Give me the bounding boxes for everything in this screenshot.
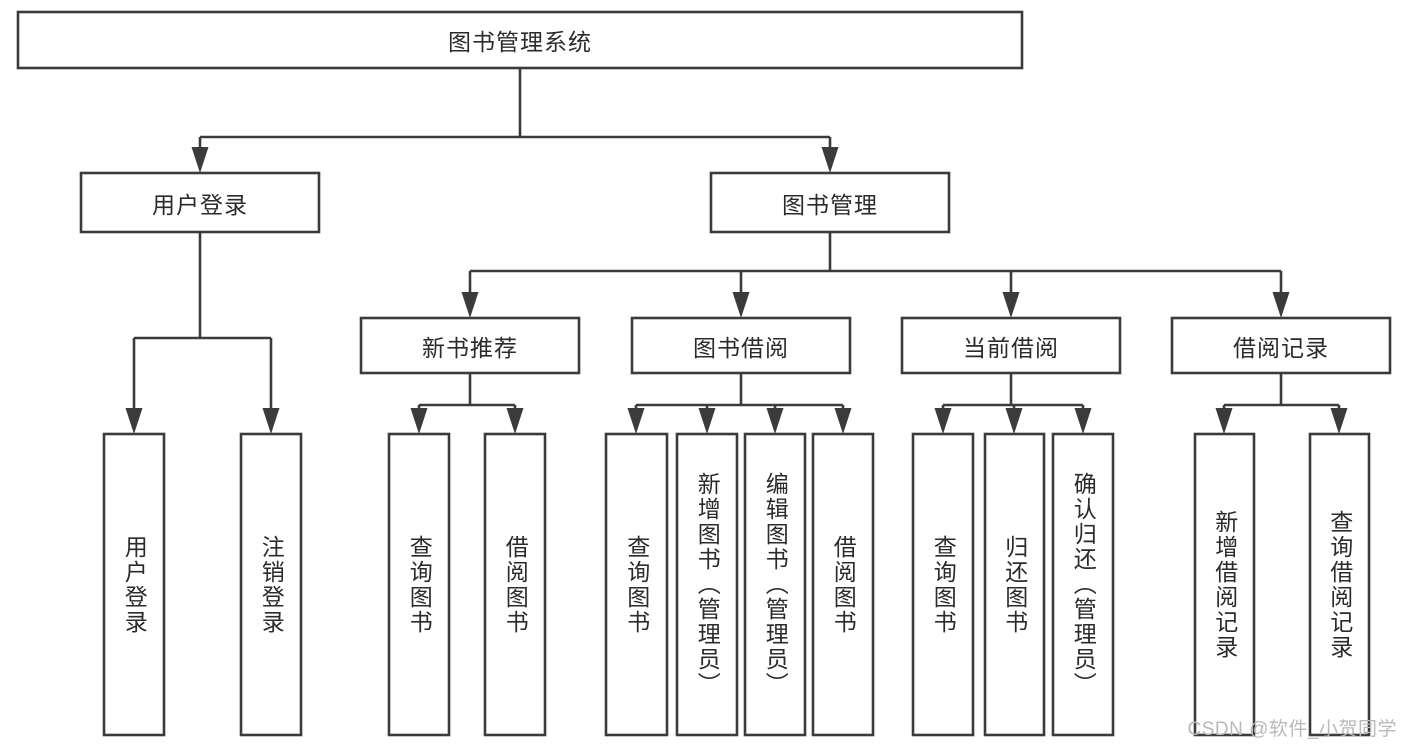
edges-layer — [125, 68, 1348, 434]
connector-bus-newbook — [410, 373, 524, 434]
arrow-head-icon — [1215, 408, 1233, 434]
connector-bus-root — [191, 68, 839, 173]
node-box-newbook[interactable] — [359, 316, 581, 375]
node-box-leaf-current-return[interactable] — [983, 432, 1046, 737]
node-box-root[interactable] — [16, 10, 1024, 70]
connector-bus-bookmgmt — [461, 232, 1290, 318]
node-box-login[interactable] — [79, 171, 321, 234]
node-box-leaf-newbook-query[interactable] — [387, 432, 451, 737]
node-box-leaf-borrow-query[interactable] — [604, 432, 669, 737]
nodes-layer — [16, 10, 1392, 737]
connector-bus-login — [125, 232, 280, 434]
node-box-leaf-current-query[interactable] — [911, 432, 975, 737]
connector-bus-record — [1215, 373, 1348, 434]
arrow-head-icon — [1005, 408, 1023, 434]
arrow-head-icon — [698, 408, 716, 434]
node-box-borrow[interactable] — [630, 316, 852, 375]
node-box-leaf-borrow-lend[interactable] — [811, 432, 875, 737]
arrow-head-icon — [410, 408, 428, 434]
arrow-head-icon — [1272, 292, 1290, 318]
connector-bus-borrow — [627, 373, 852, 434]
arrow-head-icon — [1330, 408, 1348, 434]
node-box-bookmgmt[interactable] — [709, 171, 951, 234]
arrow-head-icon — [732, 292, 750, 318]
arrow-head-icon — [1074, 408, 1092, 434]
node-box-leaf-borrow-add[interactable] — [675, 432, 739, 737]
node-box-leaf-current-confirm[interactable] — [1051, 432, 1115, 737]
node-box-leaf-record-query[interactable] — [1308, 432, 1371, 737]
arrow-head-icon — [191, 147, 209, 173]
arrow-head-icon — [766, 408, 784, 434]
arrow-head-icon — [834, 408, 852, 434]
connector-bus-current — [934, 373, 1092, 434]
arrow-head-icon — [934, 408, 952, 434]
node-box-record[interactable] — [1170, 316, 1392, 375]
arrow-head-icon — [506, 408, 524, 434]
node-box-leaf-user-logout[interactable] — [239, 432, 303, 737]
node-box-leaf-borrow-edit[interactable] — [743, 432, 807, 737]
arrow-head-icon — [627, 408, 645, 434]
arrow-head-icon — [1002, 292, 1020, 318]
node-box-leaf-user-login[interactable] — [102, 432, 166, 737]
node-box-leaf-record-add[interactable] — [1193, 432, 1256, 737]
arrow-head-icon — [262, 408, 280, 434]
arrow-head-icon — [461, 292, 479, 318]
node-box-leaf-newbook-borrow[interactable] — [483, 432, 547, 737]
arrow-head-icon — [125, 408, 143, 434]
node-box-current[interactable] — [900, 316, 1122, 375]
arrow-head-icon — [821, 147, 839, 173]
